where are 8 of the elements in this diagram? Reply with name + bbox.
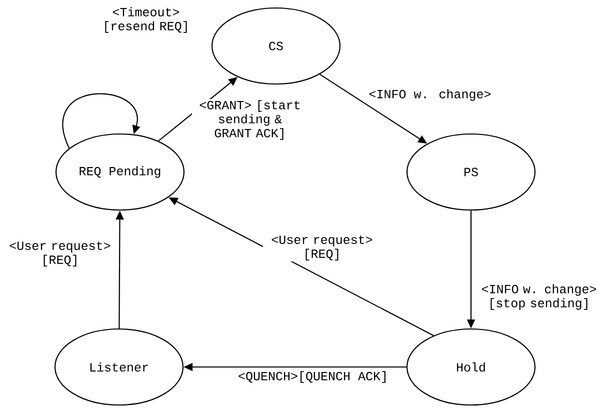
edge-label: <GRANT> [start sending & GRANT ACK] <box>192 99 308 141</box>
edge-label: <INFO w. change> <box>368 88 492 102</box>
edge-label: <QUENCH>[QUENCH ACK] <box>237 370 390 384</box>
arrow <box>62 93 140 148</box>
edge-label: <User request> [REQ] <box>263 234 381 262</box>
edge-label: <INFO w. change> [stop sending] <box>473 283 605 311</box>
edge-label: <Timeout> [resend REQ] <box>95 6 197 34</box>
edge-label: <User request> [REQ] <box>1 240 119 268</box>
